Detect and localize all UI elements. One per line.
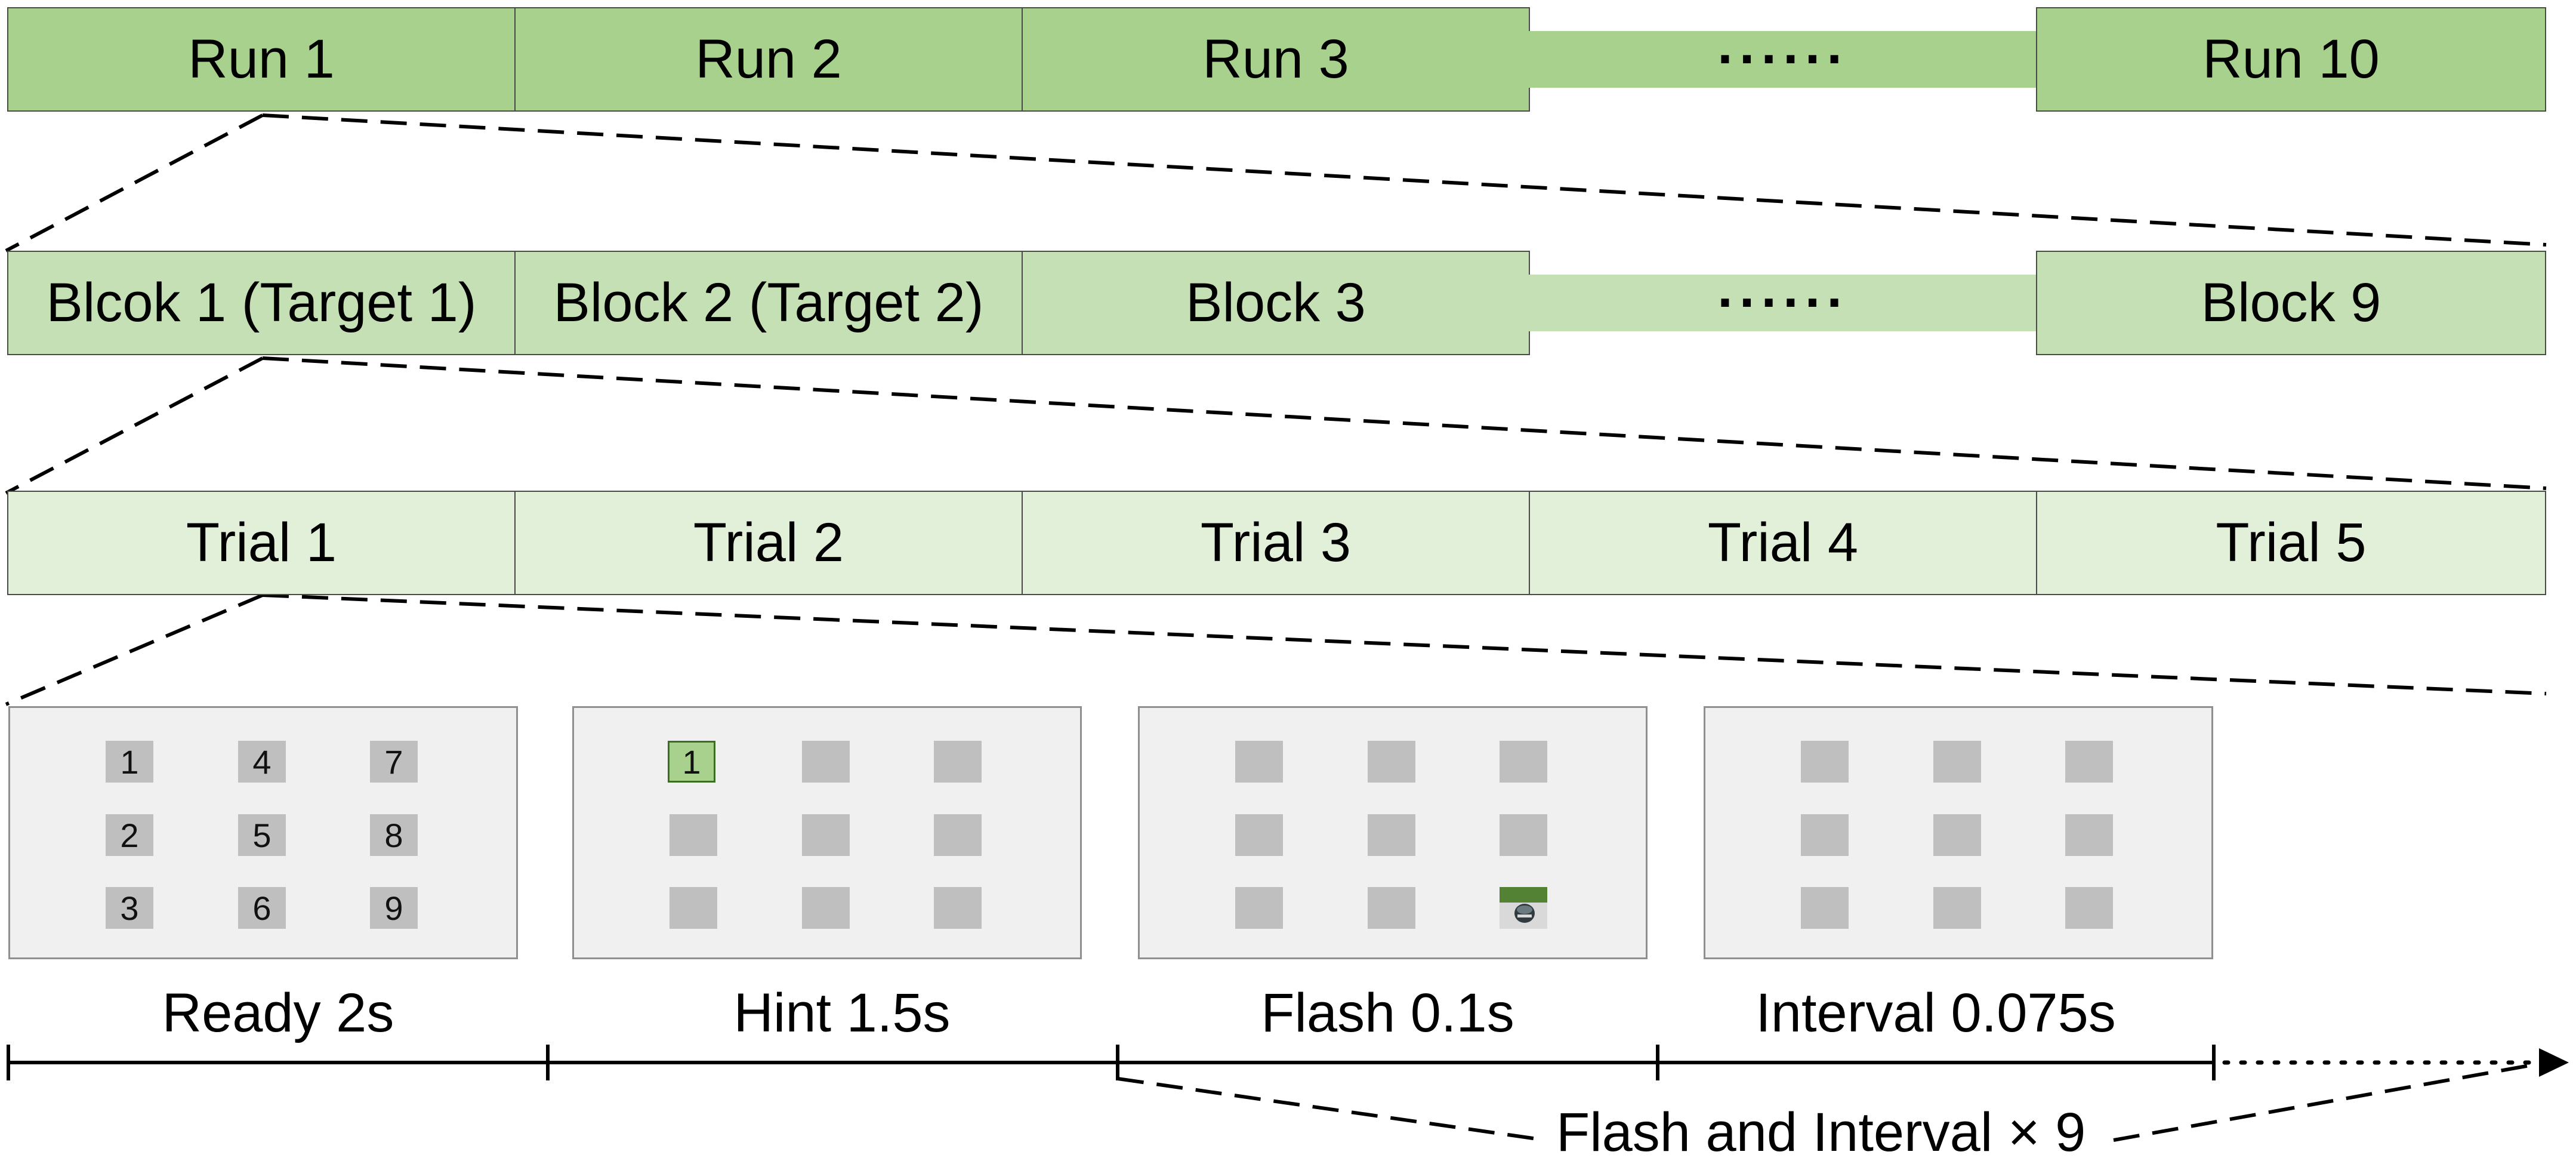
trial1-expand-right-line: [262, 593, 2547, 695]
stimulus-key: [1368, 887, 1415, 929]
trial-cell: Trial 1: [7, 491, 516, 595]
flash-stimulus-icon: [1500, 887, 1547, 929]
blocks-ellipsis: ······: [1529, 272, 2037, 333]
run-cell: Run 1: [7, 7, 516, 112]
repeat-label: Flash and Interval × 9: [1545, 1101, 2097, 1164]
phase-label-ready: Ready 2s: [162, 983, 394, 1043]
stimulus-key: [1801, 814, 1849, 856]
run1-expand-left-line: [5, 113, 264, 252]
stimulus-key: [1235, 887, 1283, 929]
stimulus-key: [1933, 814, 1981, 856]
hint-screen: 1: [572, 706, 1082, 959]
repeat-left-line: [1117, 1077, 1546, 1142]
stimulus-key: [1933, 741, 1981, 783]
stimulus-key: [934, 814, 982, 856]
stimulus-key: [1368, 741, 1415, 783]
trial-cell: Trial 5: [2036, 491, 2546, 595]
block-cell: Block 3: [1022, 251, 1530, 355]
stimulus-key: [1500, 814, 1547, 856]
runs-row: Run 1 Run 2 Run 3 ······ Run 10: [7, 7, 2546, 112]
stimulus-key: 8: [370, 814, 418, 856]
phase-label-flash: Flash 0.1s: [1261, 983, 1514, 1043]
run-cell: Run 3: [1022, 7, 1530, 112]
stimulus-key: [802, 887, 850, 929]
hint-target-key: 1: [668, 741, 715, 783]
block1-expand-right-line: [262, 356, 2547, 490]
ready-screen: 1 4 7 2 5 8 3 6 9: [8, 706, 518, 959]
stimulus-key: 3: [106, 887, 153, 929]
block1-expand-left-line: [5, 356, 264, 495]
phase-label-hint: Hint 1.5s: [733, 983, 951, 1043]
runs-ellipsis: ······: [1529, 29, 2037, 90]
stimulus-key: [1500, 741, 1547, 783]
stimulus-key: 5: [238, 814, 286, 856]
stimulus-key: [2065, 887, 2113, 929]
blocks-row: Blcok 1 (Target 1) Block 2 (Target 2) Bl…: [7, 251, 2546, 355]
phase-label-interval: Interval 0.075s: [1756, 983, 2116, 1043]
stimulus-key: [1368, 814, 1415, 856]
stimulus-key: [2065, 814, 2113, 856]
stimulus-key: [2065, 741, 2113, 783]
stimulus-key: 6: [238, 887, 286, 929]
stimulus-key: [670, 814, 717, 856]
stimulus-key: [1933, 887, 1981, 929]
stimulus-key: 4: [238, 741, 286, 783]
run1-expand-right-line: [262, 113, 2547, 247]
trial-cell: Trial 3: [1022, 491, 1530, 595]
stimulus-key: 7: [370, 741, 418, 783]
stimulus-key: [1235, 741, 1283, 783]
trial-cell: Trial 2: [514, 491, 1023, 595]
stimulus-key: [1235, 814, 1283, 856]
trials-row: Trial 1 Trial 2 Trial 3 Trial 4 Trial 5: [7, 491, 2546, 595]
run-cell: Run 2: [514, 7, 1023, 112]
stimulus-key: [934, 741, 982, 783]
flash-screen: [1138, 706, 1648, 959]
stimulus-key: [1801, 741, 1849, 783]
stimulus-key: [1801, 887, 1849, 929]
stimulus-key: 1: [106, 741, 153, 783]
stimulus-key: [934, 887, 982, 929]
stimulus-key: [802, 741, 850, 783]
run-cell: Run 10: [2036, 7, 2546, 112]
timeline-arrow-icon: [2539, 1048, 2569, 1077]
stimulus-key: 2: [106, 814, 153, 856]
stimulus-key: [802, 814, 850, 856]
stimulus-key: 9: [370, 887, 418, 929]
interval-screen: [1704, 706, 2213, 959]
stimulus-key: [670, 887, 717, 929]
block-cell: Block 2 (Target 2): [514, 251, 1023, 355]
block-cell: Blcok 1 (Target 1): [7, 251, 516, 355]
repeat-right-line: [2113, 1061, 2547, 1142]
trial1-expand-left-line: [5, 593, 264, 706]
block-cell: Block 9: [2036, 251, 2546, 355]
trial-cell: Trial 4: [1529, 491, 2037, 595]
